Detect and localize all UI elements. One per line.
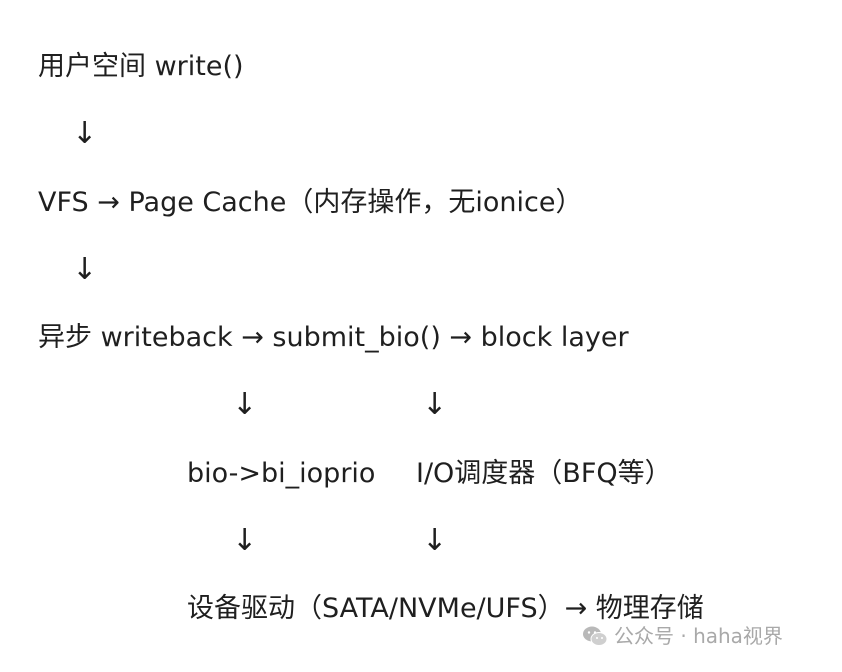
wechat-icon [583, 626, 608, 646]
down-arrow-3-right: ↓ [422, 387, 448, 422]
step-io-scheduler: I/O调度器（BFQ等） [416, 458, 672, 489]
step-vfs-page-cache: VFS → Page Cache（内存操作，无ionice） [38, 187, 583, 218]
down-arrow-4-right: ↓ [422, 523, 448, 558]
step-device-driver-storage: 设备驱动（SATA/NVMe/UFS）→ 物理存储 [187, 593, 704, 624]
step-async-writeback: 异步 writeback → submit_bio() → block laye… [38, 322, 629, 353]
down-arrow-2: ↓ [72, 252, 98, 287]
down-arrow-4-left: ↓ [232, 523, 258, 558]
step-userspace-write: 用户空间 write() [38, 51, 244, 82]
step-bio-ioprio: bio->bi_ioprio [187, 458, 376, 489]
watermark: 公众号 · haha视界 [582, 622, 783, 650]
watermark-text: 公众号 · haha视界 [614, 624, 783, 648]
down-arrow-1: ↓ [72, 116, 98, 151]
down-arrow-3-left: ↓ [232, 387, 258, 422]
